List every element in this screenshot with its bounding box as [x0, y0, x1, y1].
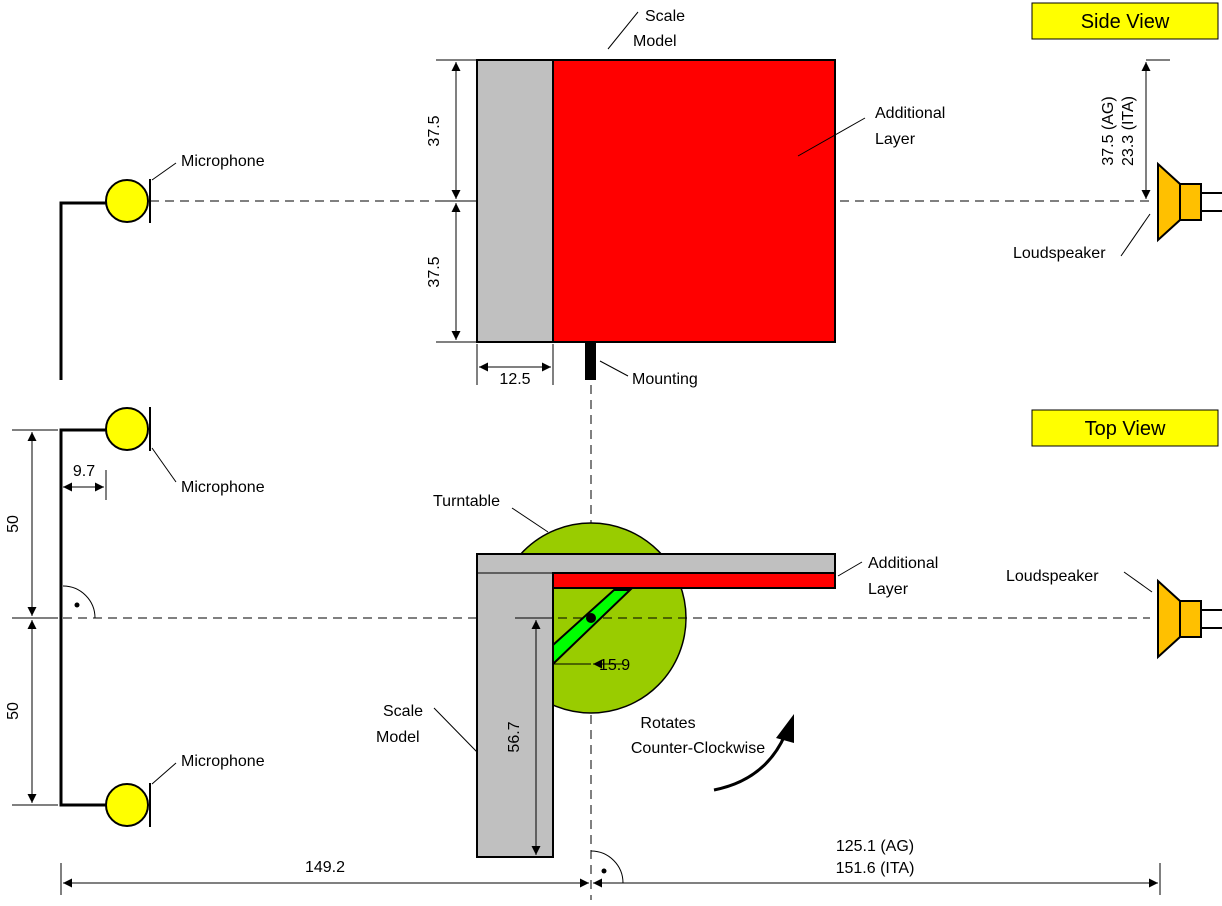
top-dim-speaker-ag: 125.1 (AG): [836, 838, 914, 855]
right-angle-dot-mic: [74, 602, 80, 608]
top-view-badge: Top View: [1031, 409, 1219, 447]
mounting-label: Mounting: [632, 371, 698, 388]
side-microphone-leader: [151, 162, 177, 181]
right-angle-dot-bottom: [601, 868, 607, 874]
side-dim-speaker-ita: 23.3 (ITA): [1120, 96, 1137, 166]
side-loudspeaker-label: Loudspeaker: [1013, 245, 1106, 262]
top-additional-layer-leader: [837, 561, 863, 577]
top-dim-mic-distance: 149.2: [305, 859, 345, 876]
mounting-leader: [599, 360, 629, 377]
top-microphone-lower-icon: [105, 783, 151, 827]
top-dim-upper-span: 50: [5, 515, 22, 533]
top-additional-layer-label-2: Layer: [868, 581, 909, 598]
top-additional-layer-label-1: Additional: [868, 555, 938, 572]
top-microphone-stand: [59, 428, 107, 807]
top-view-badge-text: Top View: [1085, 418, 1166, 440]
pivot-bar: [552, 589, 633, 667]
top-microphone-upper-icon: [105, 407, 151, 451]
top-scale-model-leader: [433, 707, 478, 753]
top-microphone-upper-label: Microphone: [181, 479, 265, 496]
side-microphone-icon: [105, 179, 151, 223]
side-dim-lower-height: 37.5: [426, 256, 443, 287]
top-loudspeaker-icon: [1157, 578, 1222, 660]
side-loudspeaker-icon: [1157, 161, 1222, 243]
mounting-post: [585, 342, 596, 380]
top-microphone-lower-leader: [151, 762, 177, 785]
top-dim-arm-length: 56.7: [506, 721, 523, 752]
top-scale-model-label-1: Scale: [383, 703, 423, 720]
side-additional-layer-leader: [797, 117, 866, 157]
top-microphone-lower-label: Microphone: [181, 753, 265, 770]
right-angle-arc-mic: [62, 585, 96, 619]
rotation-arrow-icon: [713, 714, 794, 792]
top-microphone-upper-leader: [151, 447, 177, 483]
top-dim-speaker-ita: 151.6 (ITA): [836, 860, 915, 877]
side-dim-model-width: 12.5: [499, 371, 530, 388]
side-view-badge: Side View: [1031, 2, 1219, 40]
right-angle-arc-bottom: [590, 850, 624, 884]
side-microphone-label: Microphone: [181, 153, 265, 170]
side-additional-layer-label-2: Layer: [875, 131, 916, 148]
rotates-label-2: Counter-Clockwise: [631, 740, 765, 757]
rotates-label-1: Rotates: [640, 715, 695, 732]
side-additional-layer-label-1: Additional: [875, 105, 945, 122]
side-scale-model-label-1: Scale: [645, 8, 685, 25]
top-loudspeaker-label: Loudspeaker: [1006, 568, 1099, 585]
turntable-leader: [511, 507, 549, 533]
top-scale-model-label-2: Model: [376, 729, 420, 746]
side-loudspeaker-leader: [1120, 213, 1151, 257]
top-additional-layer: [552, 572, 836, 589]
top-dim-lower-span: 50: [5, 702, 22, 720]
side-dim-speaker-ag: 37.5 (AG): [1100, 96, 1117, 165]
side-microphone-stand: [59, 201, 107, 380]
top-loudspeaker-leader: [1123, 571, 1153, 593]
side-scale-model-leader: [607, 11, 639, 50]
side-additional-layer: [552, 59, 836, 343]
top-dim-pivot-offset: 15.9: [599, 657, 630, 674]
side-view-badge-text: Side View: [1081, 11, 1170, 33]
side-dim-upper-height: 37.5: [426, 115, 443, 146]
top-dim-mic-offset: 9.7: [73, 463, 95, 480]
side-scale-model: [476, 59, 554, 343]
turntable-label: Turntable: [433, 493, 500, 510]
side-scale-model-label-2: Model: [633, 33, 677, 50]
pivot-center: [586, 613, 596, 623]
